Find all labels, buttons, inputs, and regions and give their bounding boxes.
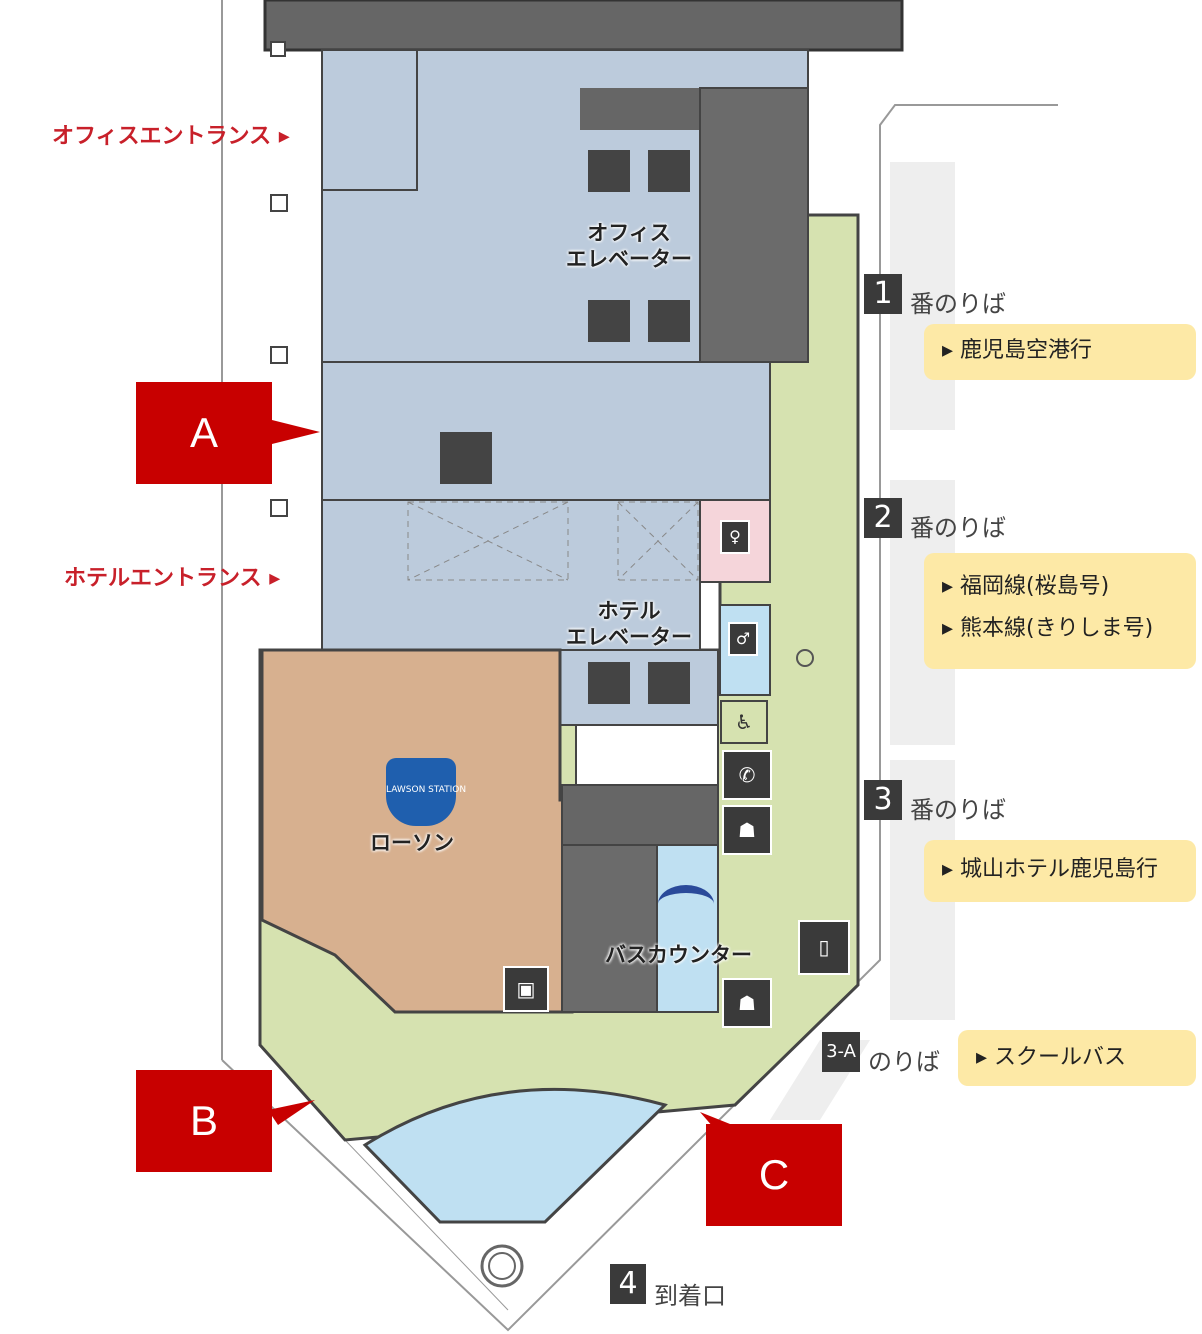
stop-3-destinations: ▸ 城山ホテル鹿児島行: [924, 840, 1196, 902]
office-entrance-label: オフィスエントランス ▸: [52, 124, 290, 149]
lawson-label: ローソン: [370, 831, 454, 855]
destination: ▸ 城山ホテル鹿児島行: [942, 857, 1159, 882]
stop-3a-number: 3-A: [822, 1032, 860, 1072]
stop-2-label: 番のりば: [910, 514, 1006, 542]
stop-1-destinations: ▸ 鹿児島空港行: [924, 324, 1196, 380]
stop-3-number: 3: [864, 780, 902, 820]
stop-1-number: 1: [864, 274, 902, 314]
hotel-entrance-label: ホテルエントランス ▸: [64, 566, 281, 591]
label-line: エレベーター: [566, 247, 692, 271]
destination: ▸ 福岡線(桜島号): [942, 574, 1110, 599]
marker-a[interactable]: A: [136, 382, 272, 484]
stop-1-label: 番のりば: [910, 290, 1006, 318]
marker-b[interactable]: B: [136, 1070, 272, 1172]
destination: ▸ 熊本線(きりしま号): [942, 616, 1154, 641]
bus-counter-label: バスカウンター: [605, 943, 752, 967]
womens-restroom-icon: ♀: [720, 520, 750, 554]
stop-3-label: 番のりば: [910, 796, 1006, 824]
bus-company-logo-icon: [658, 885, 714, 923]
label-line: ホテル: [597, 599, 661, 623]
ticket-machine-icon: ☗: [722, 805, 772, 855]
stop-3a-label: のりば: [868, 1048, 940, 1076]
label-line: エレベーター: [566, 625, 692, 649]
destination: ▸ スクールバス: [976, 1045, 1127, 1070]
arrival-label: 到着口: [654, 1282, 726, 1310]
office-elevator-label: オフィスエレベーター: [566, 220, 692, 272]
pond: [362, 1087, 668, 1224]
stop-3a-destinations: ▸ スクールバス: [958, 1030, 1196, 1086]
label-line: オフィス: [587, 221, 671, 245]
stop-2-number: 2: [864, 498, 902, 538]
bus-counter-area: [656, 844, 719, 1013]
vending-machine-icon: ▯: [798, 920, 850, 975]
mens-restroom-icon: ♂: [728, 622, 758, 656]
accessible-restroom-icon: ♿: [720, 700, 768, 744]
destination: ▸ 鹿児島空港行: [942, 338, 1093, 363]
stop-2-destinations: ▸ 福岡線(桜島号) ▸ 熊本線(きりしま号): [924, 553, 1196, 669]
stop-4-number: 4: [610, 1264, 646, 1304]
hotel-elevator-label: ホテルエレベーター: [566, 598, 692, 650]
ticket-machine-icon: ☗: [722, 978, 772, 1028]
marker-c[interactable]: C: [706, 1124, 842, 1226]
phone-icon: ✆: [722, 750, 772, 800]
locker-icon: ▣: [503, 966, 549, 1012]
lawson-logo: LAWSON STATION: [386, 758, 466, 826]
building-top: [263, 0, 904, 52]
